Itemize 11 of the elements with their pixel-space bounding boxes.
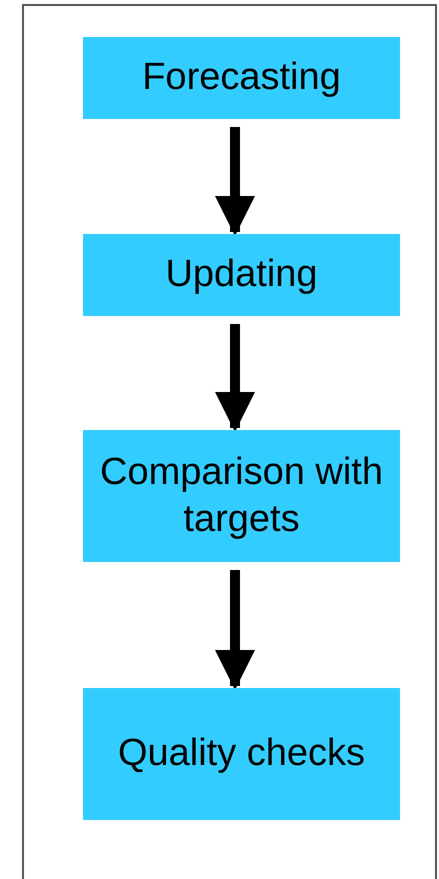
- arrow: [215, 127, 255, 236]
- box-label: Forecasting: [142, 55, 341, 100]
- process-box: [83, 688, 400, 820]
- process-box: [83, 430, 400, 562]
- box-label: Updating: [165, 252, 318, 298]
- box-label: Comparison with targets: [99, 450, 384, 542]
- box-label: Quality checks: [118, 731, 366, 776]
- arrow: [215, 570, 255, 690]
- process-box: [83, 37, 400, 119]
- process-box: [83, 234, 400, 316]
- arrow: [215, 324, 255, 432]
